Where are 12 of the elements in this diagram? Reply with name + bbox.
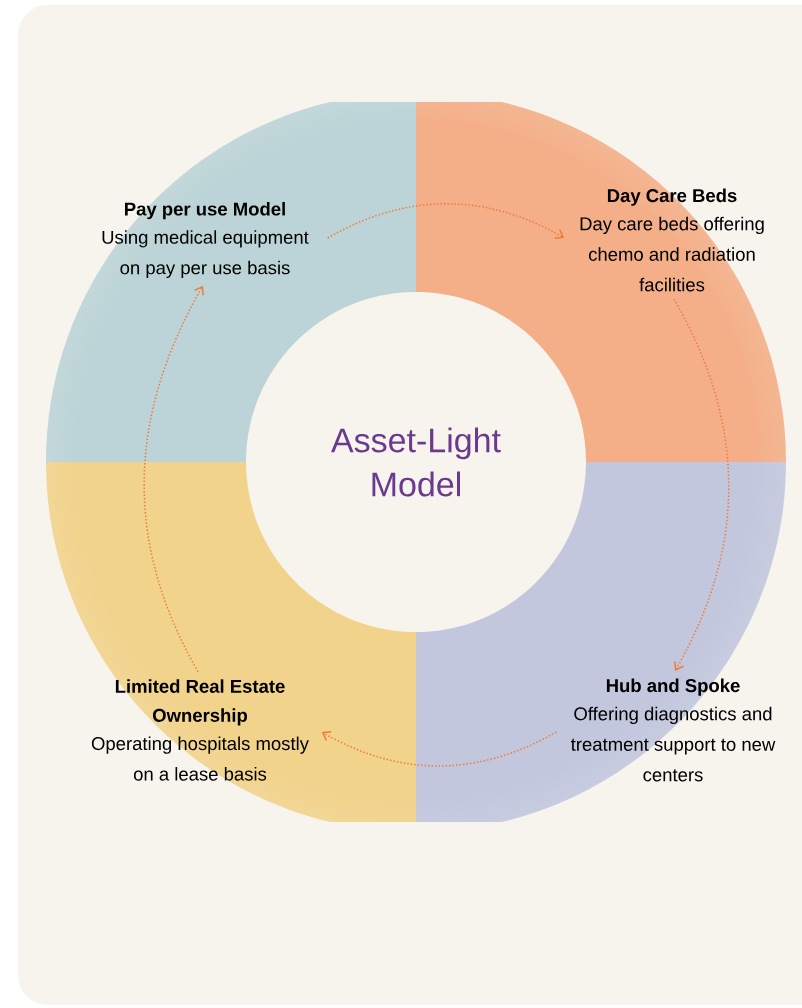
arrow <box>321 731 558 767</box>
arrow <box>326 203 565 239</box>
heading-text: Pay per use Model <box>125 202 285 220</box>
heading-text: Day Care Beds <box>607 188 737 206</box>
body-text: Operating hospitals mostly on a lease basis <box>91 736 309 781</box>
heading-text: Limited Real Estate Ownership <box>115 679 285 726</box>
body-text: Day care beds offering chemo and radiation facilities <box>580 216 764 292</box>
body-text: Offering diagnostics and treatment support to new centers <box>570 706 776 782</box>
arrow <box>143 285 204 673</box>
heading-text: Hub and Spoke <box>606 678 740 696</box>
body-text: Using medical equipment on pay per use basis <box>102 230 309 278</box>
arrow <box>673 298 730 671</box>
